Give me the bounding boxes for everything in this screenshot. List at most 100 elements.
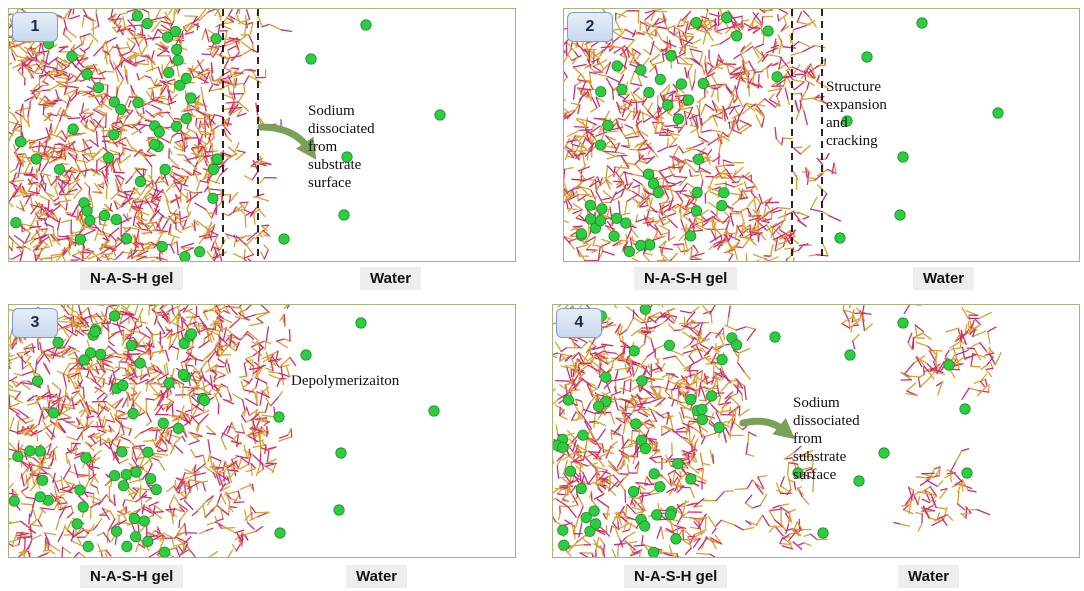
sodium-atom (110, 213, 122, 226)
sodium-atom (273, 411, 285, 423)
sodium-atom (716, 353, 728, 366)
sodium-atom (611, 60, 623, 72)
sodium-atom (665, 50, 677, 62)
sodium-atom (636, 375, 648, 387)
sodium-atom (71, 518, 83, 530)
sodium-atom (178, 337, 190, 350)
sodium-atom (305, 53, 317, 65)
sodium-atom (588, 505, 600, 517)
gel-label: N-A-S-H gel (80, 267, 184, 290)
sodium-atom (639, 520, 651, 532)
sodium-atom (718, 187, 730, 199)
sodium-atom (834, 232, 846, 244)
sodium-atom (31, 375, 44, 387)
sodium-atom (706, 390, 718, 402)
sodium-atom (66, 50, 78, 63)
sodium-atom (643, 86, 655, 99)
gel-network (9, 9, 240, 261)
sodium-atom (153, 126, 165, 138)
sodium-atom (198, 394, 210, 406)
sodium-atom (172, 422, 184, 435)
sodium-atom (620, 217, 632, 229)
sodium-atom (341, 151, 353, 163)
sodium-atom (185, 328, 198, 340)
sodium-atom (672, 113, 685, 125)
sodium-atom (731, 30, 743, 42)
sodium-atom (580, 512, 592, 524)
annotation-expansion-cracking: Structure expansion and cracking (826, 79, 887, 149)
sodium-atom (117, 379, 129, 392)
sodium-atom (878, 447, 890, 459)
sodium-atom (300, 349, 312, 361)
sodium-atom (338, 209, 350, 221)
sodium-atom (663, 339, 676, 351)
simulation-box-3 (8, 304, 516, 558)
sodium-atom (120, 469, 132, 481)
sodium-atom (80, 452, 92, 464)
sodium-atom (662, 99, 674, 111)
sodium-atom (992, 107, 1004, 119)
sodium-atom (628, 485, 640, 498)
sodium-atom (82, 540, 94, 552)
sodium-atom (643, 168, 655, 180)
panel-number-badge: 3 (12, 308, 58, 338)
sodium-atom (180, 113, 192, 125)
sodium-atom (109, 470, 121, 482)
sodium-atom (109, 310, 121, 322)
sodium-atom (651, 509, 663, 521)
sodium-atom (630, 418, 642, 430)
sodium-atom (608, 230, 620, 242)
sodium-atom (208, 163, 220, 175)
sodium-atom (159, 163, 171, 176)
sodium-atom (150, 484, 162, 496)
sodium-atom (762, 25, 774, 37)
sodium-atom (116, 446, 128, 458)
sodium-atom (130, 466, 142, 478)
sodium-atom (557, 441, 569, 453)
sodium-atom (117, 480, 130, 492)
sodium-atom (115, 103, 127, 115)
sodium-atom (648, 468, 660, 480)
detached-cluster (893, 448, 991, 532)
sodium-atom (85, 347, 97, 359)
sodium-atom (639, 305, 651, 315)
sodium-atom (278, 233, 290, 245)
sodium-atom (716, 200, 728, 212)
sodium-atom (98, 210, 111, 222)
sodium-atom (159, 546, 171, 557)
sodium-atom (894, 209, 906, 221)
sodium-atom (595, 86, 607, 98)
sodium-atom (132, 97, 144, 109)
sodium-atom (841, 115, 853, 127)
sodium-atom (89, 326, 101, 338)
sodium-atom (180, 72, 192, 85)
sodium-atom (575, 482, 587, 495)
structure-render-2 (564, 9, 1004, 261)
sodium-atom (10, 217, 22, 229)
sodium-atom (961, 467, 973, 479)
sodium-atom (47, 407, 60, 419)
sodium-atom (134, 175, 147, 188)
structure-render-3 (9, 305, 440, 557)
sodium-atom (149, 138, 161, 150)
detached-cluster (187, 439, 270, 557)
sodium-atom (690, 17, 702, 29)
sodium-atom (647, 546, 660, 557)
sodium-atom (696, 403, 708, 415)
gel-network (564, 9, 826, 261)
water-label: Water (346, 565, 408, 588)
sodium-atom (74, 484, 86, 496)
sodium-atom (138, 515, 150, 527)
sodium-atom (647, 178, 660, 190)
sodium-atom (844, 349, 856, 361)
sodium-atom (134, 357, 146, 369)
sodium-atom (125, 339, 137, 352)
sodium-atom (355, 317, 367, 329)
detached-cluster (900, 305, 1002, 400)
sodium-atom (77, 501, 89, 513)
sodium-atom (654, 481, 666, 493)
gel-network (553, 305, 757, 557)
structure-render-1 (9, 9, 446, 261)
panel-number-badge: 4 (556, 308, 602, 338)
sodium-atom (130, 531, 142, 543)
